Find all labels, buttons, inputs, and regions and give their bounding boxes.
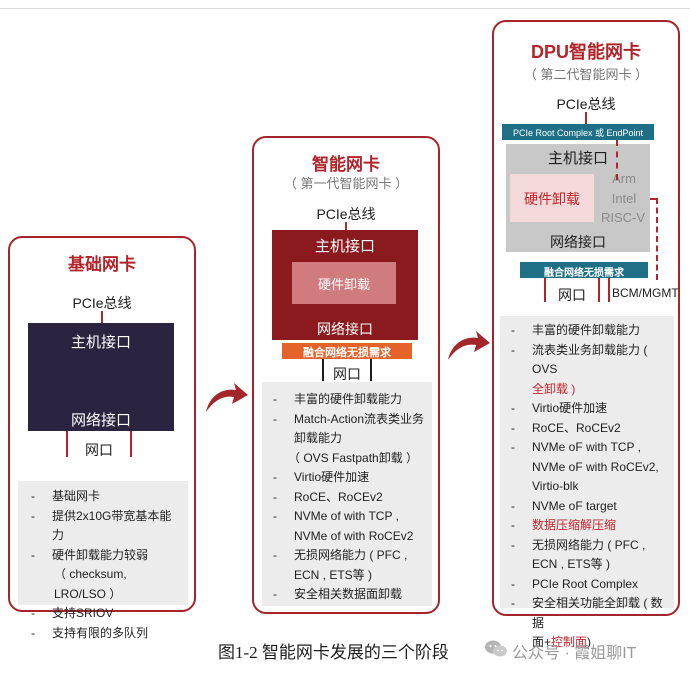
pcie-connector	[345, 222, 347, 230]
smart-nic-chip: 主机接口 硬件卸载 网络接口	[272, 230, 418, 340]
pcie-bus-label: PCIe总线	[556, 96, 616, 112]
lossless-network-bar: 融合网络无损需求	[520, 262, 648, 279]
cpu-intel-label: Intel	[611, 191, 637, 206]
wechat-icon	[485, 640, 507, 657]
panel-basic-nic: 基础网卡 PCIe总线 主机接口 网络接口 网口 -基础网卡 -提供2x10G带…	[8, 236, 196, 640]
host-interface-label: 主机接口	[70, 334, 131, 351]
pcie-connector	[585, 112, 587, 124]
panel-dpu-title: DPU智能网卡	[530, 42, 641, 62]
hardware-offload-label: 硬件卸载	[317, 277, 370, 292]
port-line-right	[598, 278, 600, 302]
bcm-mgmt-label: BCM/MGMT	[612, 286, 679, 300]
feature-item: NVMe oF with RoCEv2,	[532, 459, 659, 474]
host-interface-label: 主机接口	[547, 150, 608, 167]
host-interface-label: 主机接口	[314, 238, 375, 255]
feature-item: -Virtio硬件加速	[273, 470, 370, 484]
dpu-chip: 主机接口 硬件卸载 Arm Intel RISC-V 网络接口	[506, 144, 650, 252]
panel-basic-title: 基础网卡	[68, 255, 136, 274]
curved-arrow-right-icon	[444, 326, 492, 362]
basic-feature-list: -基础网卡 -提供2x10G带宽基本能力 -硬件卸载能力较弱 （ checksu…	[18, 481, 188, 640]
port-line-left	[544, 278, 546, 302]
smart-feature-list: -丰富的硬件卸载能力 -Match-Action流表类业务 卸载能力 （ OVS…	[262, 382, 432, 606]
feature-item: -安全相关功能全卸载 ( 数据	[511, 596, 663, 630]
feature-item: -无损网络能力 ( PFC ,	[273, 548, 408, 562]
curved-arrow-right-icon	[202, 378, 250, 414]
feature-item: -流表类业务卸载能力 ( OVS	[511, 342, 648, 377]
feature-item: -安全相关数据面卸载	[273, 587, 403, 601]
watermark: 公众号 · 霞姐聊IT	[484, 636, 684, 662]
pcie-bus-label: PCIe总线	[316, 206, 376, 222]
feature-item: 全卸载 )	[532, 381, 576, 396]
network-interface-label: 网络接口	[550, 234, 606, 250]
lossless-network-label: 融合网络无损需求	[544, 268, 624, 279]
network-interface-label: 网络接口	[70, 412, 131, 429]
lossless-network-label: 融合网络无损需求	[303, 347, 391, 359]
root-complex-label: PCIe Root Complex 或 EndPoint	[512, 128, 644, 138]
port-label: 网口	[85, 442, 113, 458]
port-label: 网口	[558, 287, 586, 303]
basic-nic-chip: 主机接口 网络接口	[28, 323, 174, 431]
feature-item: ECN , ETS等 )	[294, 567, 373, 582]
hardware-offload-label: 硬件卸载	[524, 191, 580, 207]
feature-item: -Match-Action流表类业务	[273, 411, 425, 426]
cpu-arm-label: Arm	[612, 171, 636, 186]
feature-item: -RoCE、RoCEv2	[511, 420, 621, 435]
pcie-connector	[101, 311, 103, 323]
feature-item: -支持有限的多队列	[31, 625, 149, 640]
lossless-network-bar: 融合网络无损需求	[282, 343, 412, 359]
mgmt-dashed-line	[616, 140, 618, 180]
network-interface-label: 网络接口	[317, 321, 373, 337]
feature-item: -NVMe oF with TCP ,	[511, 440, 641, 454]
port-line-left	[322, 359, 324, 381]
feature-item: -PCIe Root Complex	[511, 576, 639, 591]
hardware-offload-block: 硬件卸载	[510, 174, 594, 222]
feature-item: Virtio-blk	[532, 479, 579, 493]
port-label: 网口	[333, 366, 361, 382]
feature-item: （ checksum, LRO/LSO ）	[54, 567, 127, 601]
mgmt-dashed-line	[656, 198, 658, 280]
feature-item: -硬件卸载能力较弱	[31, 547, 149, 562]
feature-item: NVMe of with RoCEv2	[294, 528, 414, 543]
feature-item: -丰富的硬件卸载能力	[273, 392, 403, 406]
cpu-riscv-label: RISC-V	[600, 210, 646, 225]
feature-item: -基础网卡	[31, 489, 101, 503]
top-divider	[0, 8, 690, 9]
panel-smart-subtitle: （ 第一代智能网卡 ）	[283, 176, 409, 191]
feature-item: -Virtio硬件加速	[511, 401, 608, 415]
feature-item: -支持SRIOV	[31, 606, 114, 620]
feature-item: -NVMe oF target	[511, 498, 617, 513]
feature-item: -提供2x10G带宽基本能力	[31, 508, 172, 543]
feature-item: 卸载能力	[294, 431, 343, 445]
feature-item: 面+控制面)	[532, 635, 592, 649]
figure-caption: 图1-2 智能网卡发展的三个阶段	[218, 643, 449, 662]
hardware-offload-block: 硬件卸载	[292, 262, 396, 304]
mgmt-line	[608, 278, 610, 302]
watermark-text: 公众号 · 霞姐聊IT	[512, 645, 637, 662]
feature-item: -丰富的硬件卸载能力	[511, 323, 641, 337]
port-line-left	[66, 431, 68, 457]
feature-item: -数据压缩解压缩	[511, 518, 617, 532]
feature-item: （ OVS Fastpath卸载 ）	[288, 450, 419, 465]
root-complex-bar: PCIe Root Complex 或 EndPoint	[502, 124, 654, 140]
feature-item: -NVMe of with TCP ,	[273, 509, 399, 523]
dpu-feature-list: -丰富的硬件卸载能力 -流表类业务卸载能力 ( OVS 全卸载 ) -Virti…	[500, 316, 674, 649]
port-line-right	[370, 359, 372, 381]
panel-dpu-nic: DPU智能网卡 （ 第二代智能网卡 ） PCIe总线 PCIe Root Com…	[492, 20, 680, 649]
feature-item: -RoCE、RoCEv2	[273, 489, 383, 504]
panel-smart-title: 智能网卡	[312, 155, 380, 174]
panel-dpu-subtitle: （ 第二代智能网卡 ）	[523, 67, 649, 82]
panel-smart-nic: 智能网卡 （ 第一代智能网卡 ） PCIe总线 主机接口 硬件卸载 网络接口 融…	[252, 136, 440, 614]
feature-item: -无损网络能力 ( PFC ,	[511, 537, 646, 552]
pcie-bus-label: PCIe总线	[72, 295, 132, 311]
mgmt-dashed-line	[650, 198, 658, 200]
port-line-right	[130, 431, 132, 457]
feature-item: ECN , ETS等 )	[532, 557, 611, 571]
